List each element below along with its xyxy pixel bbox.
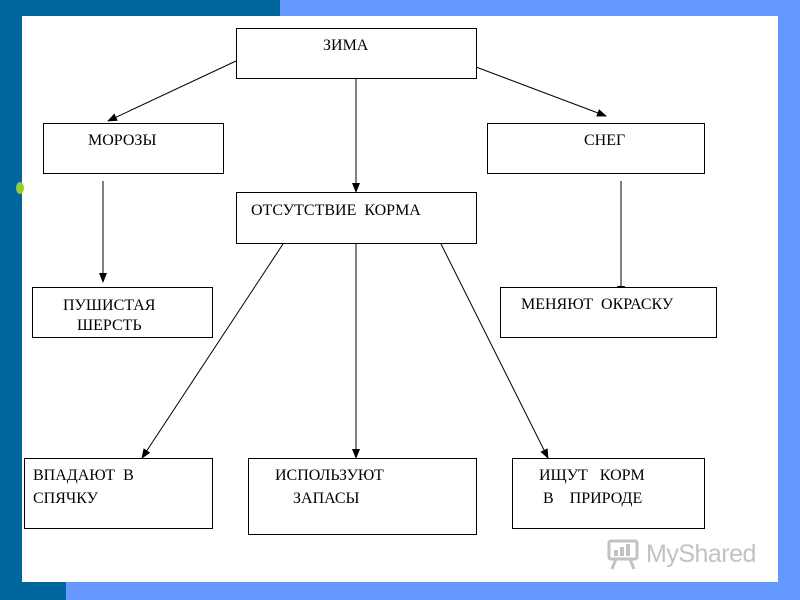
node-spyachku-label: СПЯЧКУ (33, 490, 98, 507)
node-otsutstvie-korma-label: ОТСУТСТВИЕ КОРМА (251, 202, 421, 219)
node-menyayut-okrasku: МЕНЯЮТ ОКРАСКУ (500, 287, 717, 338)
node-zima-label: ЗИМА (323, 37, 369, 54)
node-ispolzuyut-zapasy: ИСПОЛЬЗУЮТ ЗАПАСЫ (248, 458, 477, 535)
node-pushistaya-label: ПУШИСТАЯ (63, 297, 156, 314)
node-sneg-label: СНЕГ (584, 132, 626, 149)
arrow-otsutstvie-vpadayut (141, 243, 284, 459)
node-v-prirode-label: В ПРИРОДЕ (543, 490, 643, 507)
presentation-board-icon (607, 539, 639, 570)
node-morozy: МОРОЗЫ (43, 123, 224, 174)
arrow-zima-morozy (107, 60, 237, 122)
bottom-strip-dark (0, 582, 66, 600)
watermark-text: MyShared (646, 539, 756, 568)
node-ispolzuyut-label: ИСПОЛЬЗУЮТ (275, 467, 384, 484)
arrow-otsutstvie-ishchut (440, 243, 549, 459)
node-ishchut-v-prirode: ИЩУТ КОРМ В ПРИРОДЕ (512, 458, 705, 529)
node-menyayut-label: МЕНЯЮТ ОКРАСКУ (521, 296, 674, 313)
arrow-zima-sneg (475, 66, 607, 117)
node-ishchut-label: ИЩУТ КОРМ (539, 467, 645, 484)
node-zima: ЗИМА (236, 28, 477, 79)
node-vpadayut-v-spyachku: ВПАДАЮТ В СПЯЧКУ (24, 458, 213, 529)
node-sneg: СНЕГ (487, 123, 705, 174)
bottom-strip (0, 582, 800, 600)
node-zapasy-label: ЗАПАСЫ (293, 490, 360, 507)
bullet-dot (16, 182, 24, 194)
node-sherst-label: ШЕРСТЬ (77, 317, 142, 334)
myshared-watermark: MyShared (606, 537, 756, 571)
node-pushistaya-sherst: ПУШИСТАЯ ШЕРСТЬ (32, 287, 213, 338)
node-vpadayut-label: ВПАДАЮТ В (33, 467, 134, 484)
node-otsutstvie-korma: ОТСУТСТВИЕ КОРМА (236, 192, 477, 244)
node-morozy-label: МОРОЗЫ (88, 132, 157, 149)
